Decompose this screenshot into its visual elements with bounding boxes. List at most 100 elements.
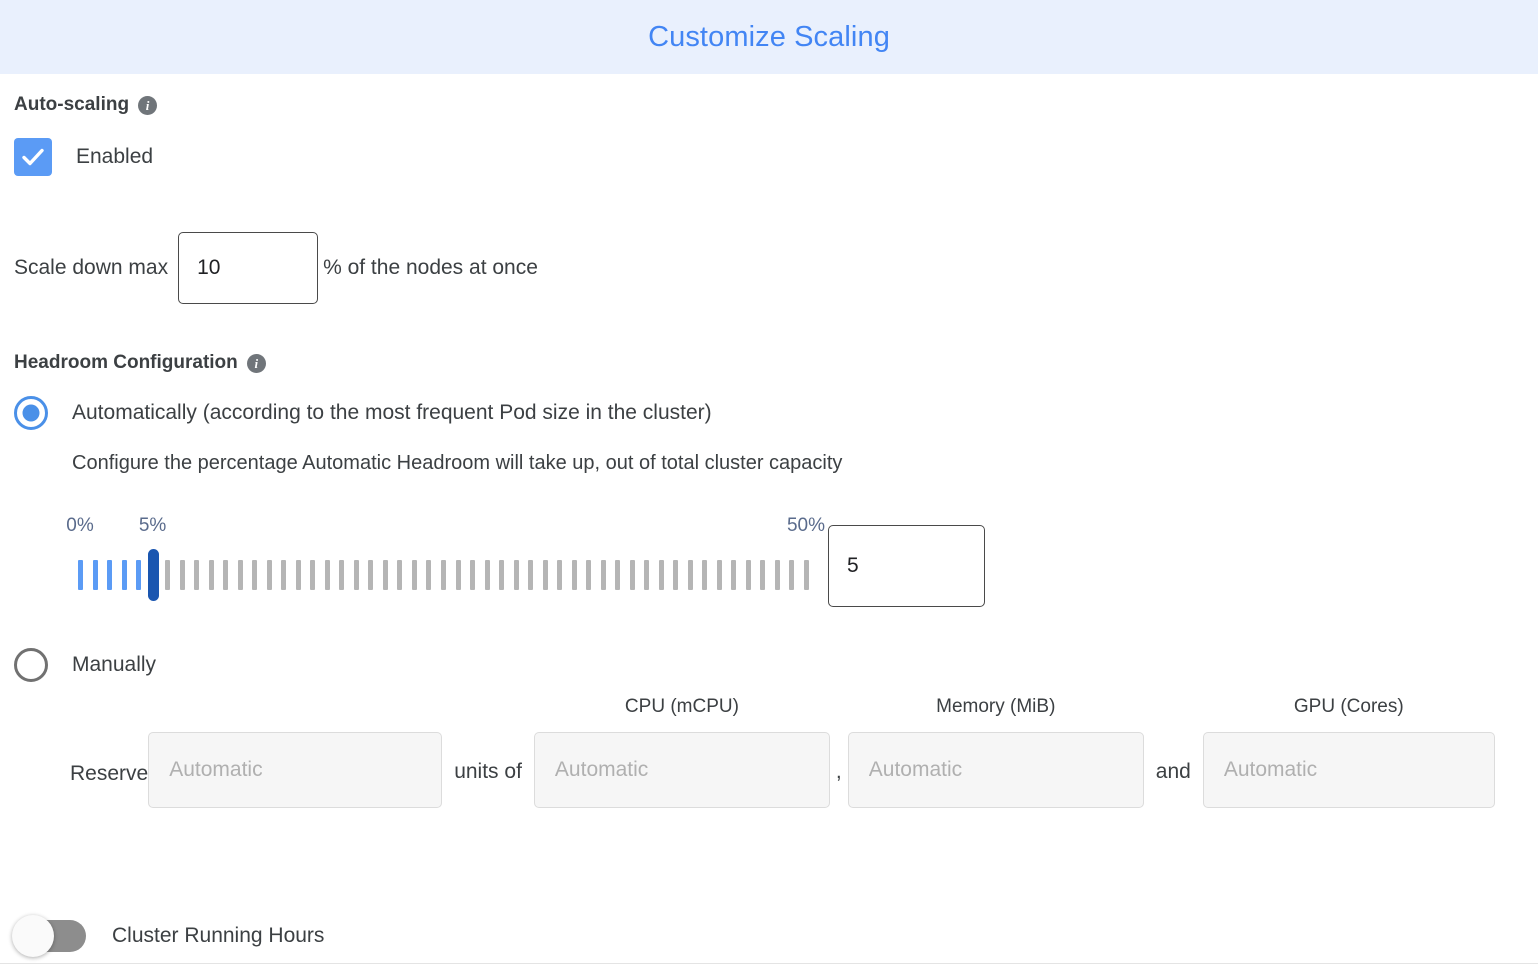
slider-tick[interactable]: [78, 560, 83, 590]
slider-tick-labels: 0%5%50%: [66, 515, 825, 543]
check-icon: [22, 148, 44, 166]
slider-tick[interactable]: [295, 560, 301, 590]
auto-scaling-enabled-row[interactable]: Enabled: [14, 138, 1524, 176]
slider-thumb[interactable]: [147, 549, 159, 601]
slider-tick[interactable]: [513, 560, 519, 590]
slider-tick[interactable]: [702, 560, 708, 590]
slider-tick[interactable]: [774, 560, 780, 590]
info-icon[interactable]: i: [246, 353, 266, 373]
cpu-col: CPU (mCPU): [533, 696, 830, 808]
slider-tick[interactable]: [687, 560, 693, 590]
slider-tick[interactable]: [324, 560, 330, 590]
bottom-divider: [0, 963, 1538, 964]
slider-tick[interactable]: [600, 560, 606, 590]
slider-tick[interactable]: [237, 560, 243, 590]
slider-tick[interactable]: [92, 560, 98, 590]
reserve-units-col: [148, 696, 443, 808]
slider-tick[interactable]: [716, 560, 722, 590]
headroom-description: Configure the percentage Automatic Headr…: [72, 452, 843, 474]
slider-tick-label: 5%: [138, 515, 167, 536]
memory-input[interactable]: [847, 732, 1144, 808]
reserve-units-input[interactable]: [148, 732, 443, 808]
slider-tick[interactable]: [557, 560, 563, 590]
radio-automatic[interactable]: [14, 396, 48, 430]
headroom-section-label: Headroom Configuration i: [14, 352, 1524, 374]
slider-tick[interactable]: [673, 560, 679, 590]
scale-down-max-row: Scale down max % of the nodes at once: [14, 232, 1524, 304]
slider-tick[interactable]: [252, 560, 258, 590]
headroom-label-text: Headroom Configuration: [14, 352, 238, 373]
cpu-field-header: CPU (mCPU): [624, 696, 739, 717]
scale-down-max-label: Scale down max: [14, 256, 169, 279]
cluster-running-hours-label: Cluster Running Hours: [112, 924, 325, 947]
slider-track[interactable]: [78, 549, 809, 601]
slider-tick[interactable]: [629, 560, 635, 590]
slider-tick[interactable]: [382, 560, 388, 590]
slider-tick[interactable]: [194, 560, 200, 590]
gpu-input[interactable]: [1202, 732, 1495, 808]
slider-tick[interactable]: [353, 560, 359, 590]
cpu-input[interactable]: [533, 732, 830, 808]
slider-tick[interactable]: [107, 560, 113, 590]
slider-tick[interactable]: [658, 560, 664, 590]
slider-tick[interactable]: [760, 560, 766, 590]
slider-tick[interactable]: [368, 560, 374, 590]
reserve-units-header: [148, 696, 442, 720]
slider-tick[interactable]: [528, 560, 534, 590]
headroom-option-automatic[interactable]: Automatically (according to the most fre…: [14, 396, 1524, 430]
dialog-header: Customize Scaling: [0, 0, 1538, 74]
slider-tick[interactable]: [339, 560, 345, 590]
slider-tick[interactable]: [571, 560, 577, 590]
radio-manually[interactable]: [14, 648, 48, 682]
slider-tick[interactable]: [804, 560, 809, 590]
slider-tick[interactable]: [397, 560, 403, 590]
scale-down-max-suffix: % of the nodes at once: [323, 256, 538, 279]
slider-tick[interactable]: [411, 560, 417, 590]
cluster-running-hours-row[interactable]: Cluster Running Hours: [12, 915, 325, 957]
slider-value-box: [828, 525, 985, 607]
enabled-checkbox-label: Enabled: [76, 145, 154, 168]
slider-tick[interactable]: [136, 560, 142, 590]
gpu-field-header: GPU (Cores): [1293, 696, 1404, 717]
slider-tick[interactable]: [745, 560, 751, 590]
gpu-col: GPU (Cores): [1202, 696, 1495, 808]
info-icon[interactable]: i: [138, 95, 158, 115]
scale-down-max-input[interactable]: [178, 232, 319, 304]
slider-tick[interactable]: [121, 560, 127, 590]
slider-tick[interactable]: [542, 560, 548, 590]
enabled-checkbox[interactable]: [14, 138, 52, 176]
slider-tick[interactable]: [441, 560, 446, 590]
slider-tick[interactable]: [310, 560, 316, 590]
slider-tick[interactable]: [165, 560, 171, 590]
slider-tick[interactable]: [426, 560, 432, 590]
auto-scaling-label-text: Auto-scaling: [14, 94, 130, 115]
dialog-body: Auto-scaling i Enabled Scale down max % …: [0, 94, 1538, 808]
reserve-spacer-label: [70, 726, 148, 750]
slider-tick[interactable]: [266, 560, 272, 590]
headroom-percentage-slider[interactable]: 0%5%50%: [66, 515, 985, 610]
slider-tick[interactable]: [615, 560, 621, 590]
slider-tick[interactable]: [644, 560, 650, 590]
slider-tick[interactable]: [223, 560, 229, 590]
slider-tick[interactable]: [208, 560, 214, 590]
slider-tick[interactable]: [731, 560, 737, 590]
slider-tick[interactable]: [179, 560, 185, 590]
and-col: and: [1144, 724, 1203, 808]
comma-col: ,: [830, 724, 848, 808]
headroom-percentage-input[interactable]: [828, 525, 985, 607]
comma-separator: ,: [835, 760, 842, 783]
slider-tick[interactable]: [470, 560, 476, 590]
toggle-knob: [12, 915, 54, 957]
slider-tick[interactable]: [455, 560, 461, 590]
slider-tick[interactable]: [281, 560, 287, 590]
slider-tick[interactable]: [499, 560, 505, 590]
headroom-option-manual[interactable]: Manually: [14, 648, 1524, 682]
slider-tick[interactable]: [586, 560, 592, 590]
cluster-running-hours-toggle[interactable]: [12, 915, 86, 957]
reserve-label: Reserve: [70, 762, 149, 785]
slider-tick-label: 0%: [66, 515, 94, 536]
manual-reserve-row: Reserve units of CPU (mCPU) , Memory (Mi…: [14, 696, 1524, 808]
slider-tick[interactable]: [484, 560, 490, 590]
memory-field-header: Memory (MiB): [936, 696, 1056, 717]
slider-tick[interactable]: [789, 560, 795, 590]
